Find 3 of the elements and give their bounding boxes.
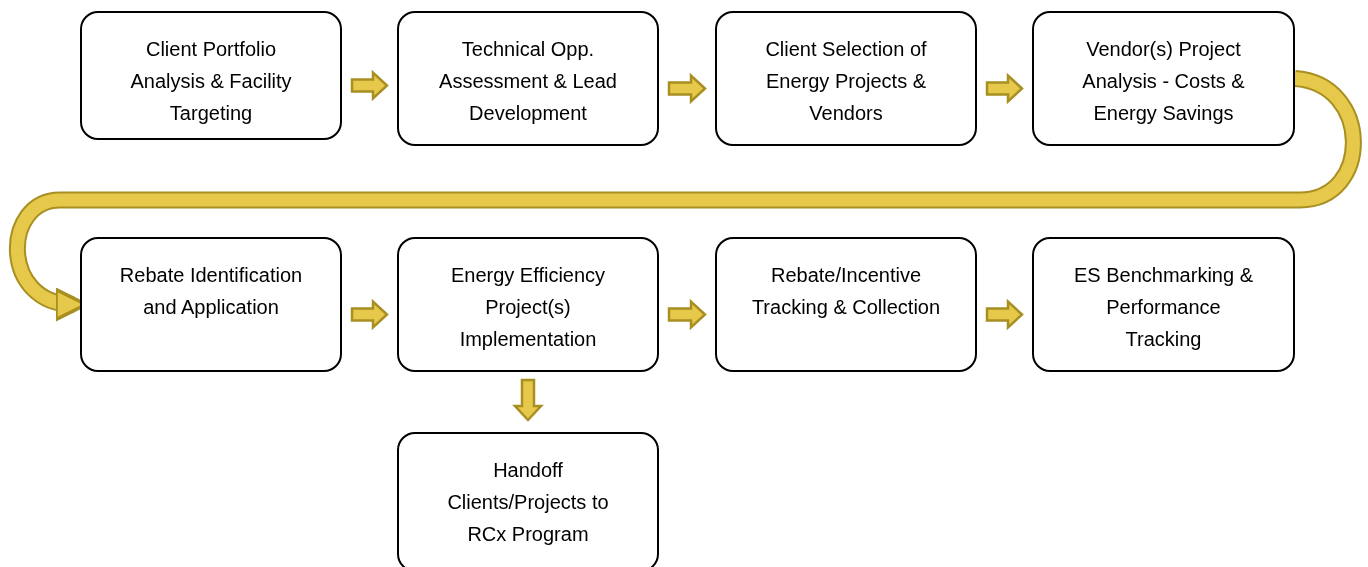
process-box — [397, 432, 659, 567]
step-label: Handoff Clients/Projects to RCx Program — [446, 458, 610, 547]
block-arrow — [512, 378, 544, 422]
